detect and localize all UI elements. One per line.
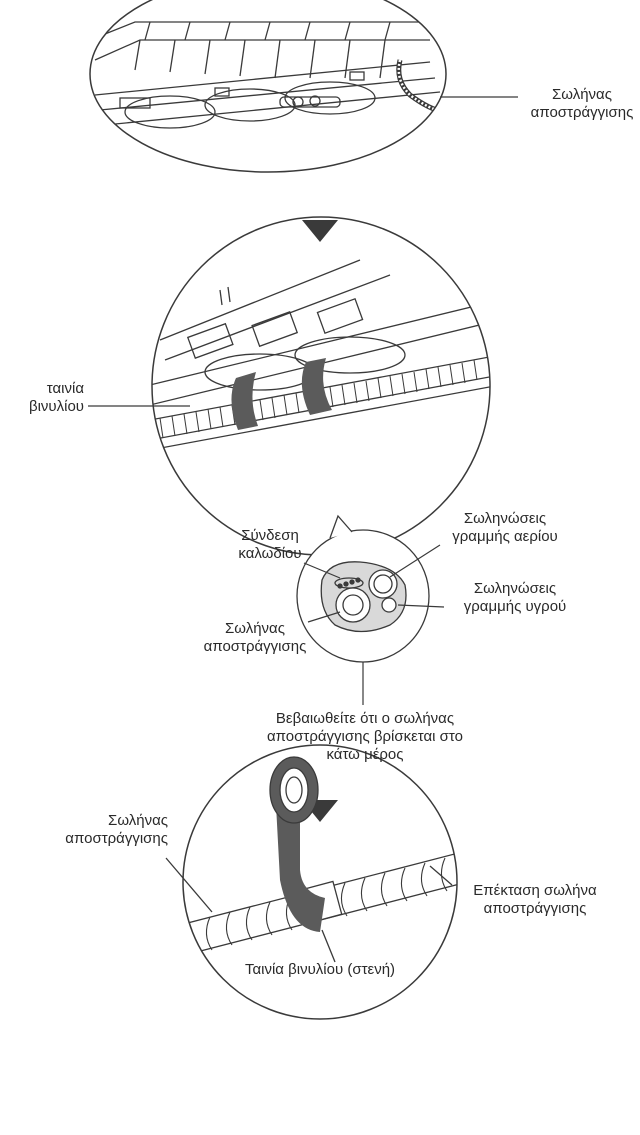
narrow-tape-strip (276, 805, 325, 932)
cable-connection-label: Σύνδεση καλωδίου (230, 527, 310, 563)
vinyl-tape-label: ταινία βινυλίου (0, 380, 84, 416)
pipe-cross-section-callout (297, 516, 429, 662)
extension-label: Επέκταση σωλήνα αποστράγγισης (460, 882, 610, 918)
step1-drain-hose-label: Σωλήνας αποστράγγισης (522, 86, 640, 122)
narrow-tape-label: Ταινία βινυλίου (στενή) (220, 961, 420, 979)
gas-line-label: Σωληνώσεις γραμμής αερίου (430, 510, 580, 546)
step2-drain-hose-label: Σωλήνας αποστράγγισης (195, 620, 315, 656)
step3-drain-hose-label: Σωλήνας αποστράγγισης (20, 812, 168, 848)
liquid-line-label: Σωληνώσεις γραμμής υγρού (440, 580, 590, 616)
step2-zoom-illustration (88, 217, 500, 555)
step1-unit-illustration (90, 0, 518, 172)
drain-bottom-note: Βεβαιωθείτε ότι ο σωλήνας αποστράγγισης … (230, 710, 500, 764)
down-arrow-1 (302, 220, 338, 242)
